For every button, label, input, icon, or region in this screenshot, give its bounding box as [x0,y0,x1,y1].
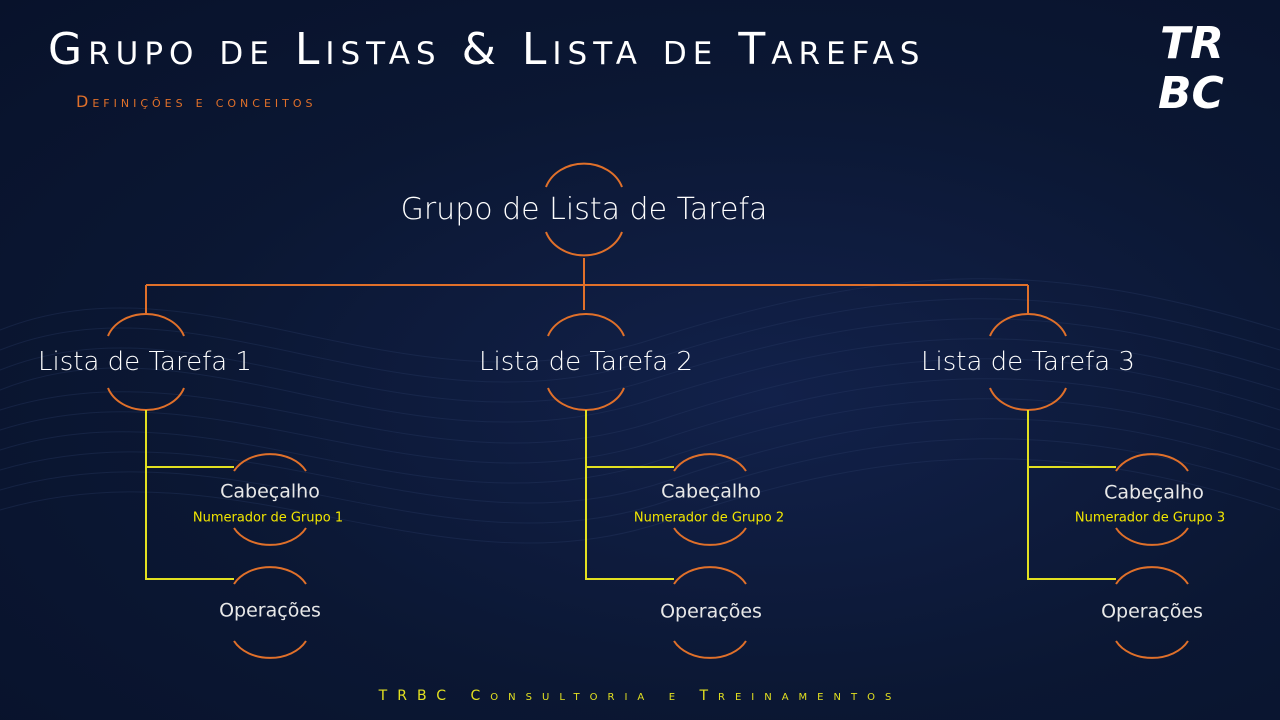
logo-text-bottom: BC [1158,68,1224,114]
node-arc-top [233,453,307,472]
node-arc-bottom [233,640,307,659]
header-node-label: Cabeçalho [661,480,761,503]
list-node-label: Lista de Tarefa 2 [479,347,693,377]
node-arc-top [233,566,307,585]
node-arc-top [673,566,747,585]
node-arc-top [107,312,185,337]
footer-text: TRBC Consultoria e Treinamentos [378,688,902,704]
group-numerator-label: Numerador de Grupo 1 [192,510,344,526]
node-arc-top [989,312,1067,337]
node-arc-top [1115,453,1189,472]
operations-node-label: Operações [660,600,762,623]
node-arc-bottom [107,387,185,412]
group-numerator-label: Numerador de Grupo 3 [1074,510,1226,526]
slide-title: Grupo de Listas & Lista de Tarefas [48,24,926,75]
node-arc-bottom [673,527,747,546]
node-arc-top [673,453,747,472]
node-arc-top [1115,566,1189,585]
trbc-logo: TR BC [1158,18,1224,114]
node-arc-top [547,312,625,337]
node-arc-bottom [1115,527,1189,546]
node-arc-bottom [1115,640,1189,659]
operations-node-label: Operações [1101,600,1203,623]
slide-subtitle: Definições e conceitos [76,92,317,111]
root-node-label: Grupo de Lista de Tarefa [400,192,768,227]
node-arc-top [545,162,623,188]
operations-node-label: Operações [219,599,321,622]
group-numerator-label: Numerador de Grupo 2 [633,510,785,526]
node-arc-bottom [989,387,1067,412]
logo-text-top: TR [1160,18,1224,69]
header-node-label: Cabeçalho [220,480,320,503]
node-arc-bottom [545,231,623,257]
node-arc-bottom [673,640,747,659]
connector-line [1027,410,1116,580]
node-arc-bottom [547,387,625,412]
list-node-label: Lista de Tarefa 1 [38,347,252,377]
node-arc-bottom [233,527,307,546]
header-node-label: Cabeçalho [1104,481,1204,504]
list-node-label: Lista de Tarefa 3 [921,347,1135,377]
